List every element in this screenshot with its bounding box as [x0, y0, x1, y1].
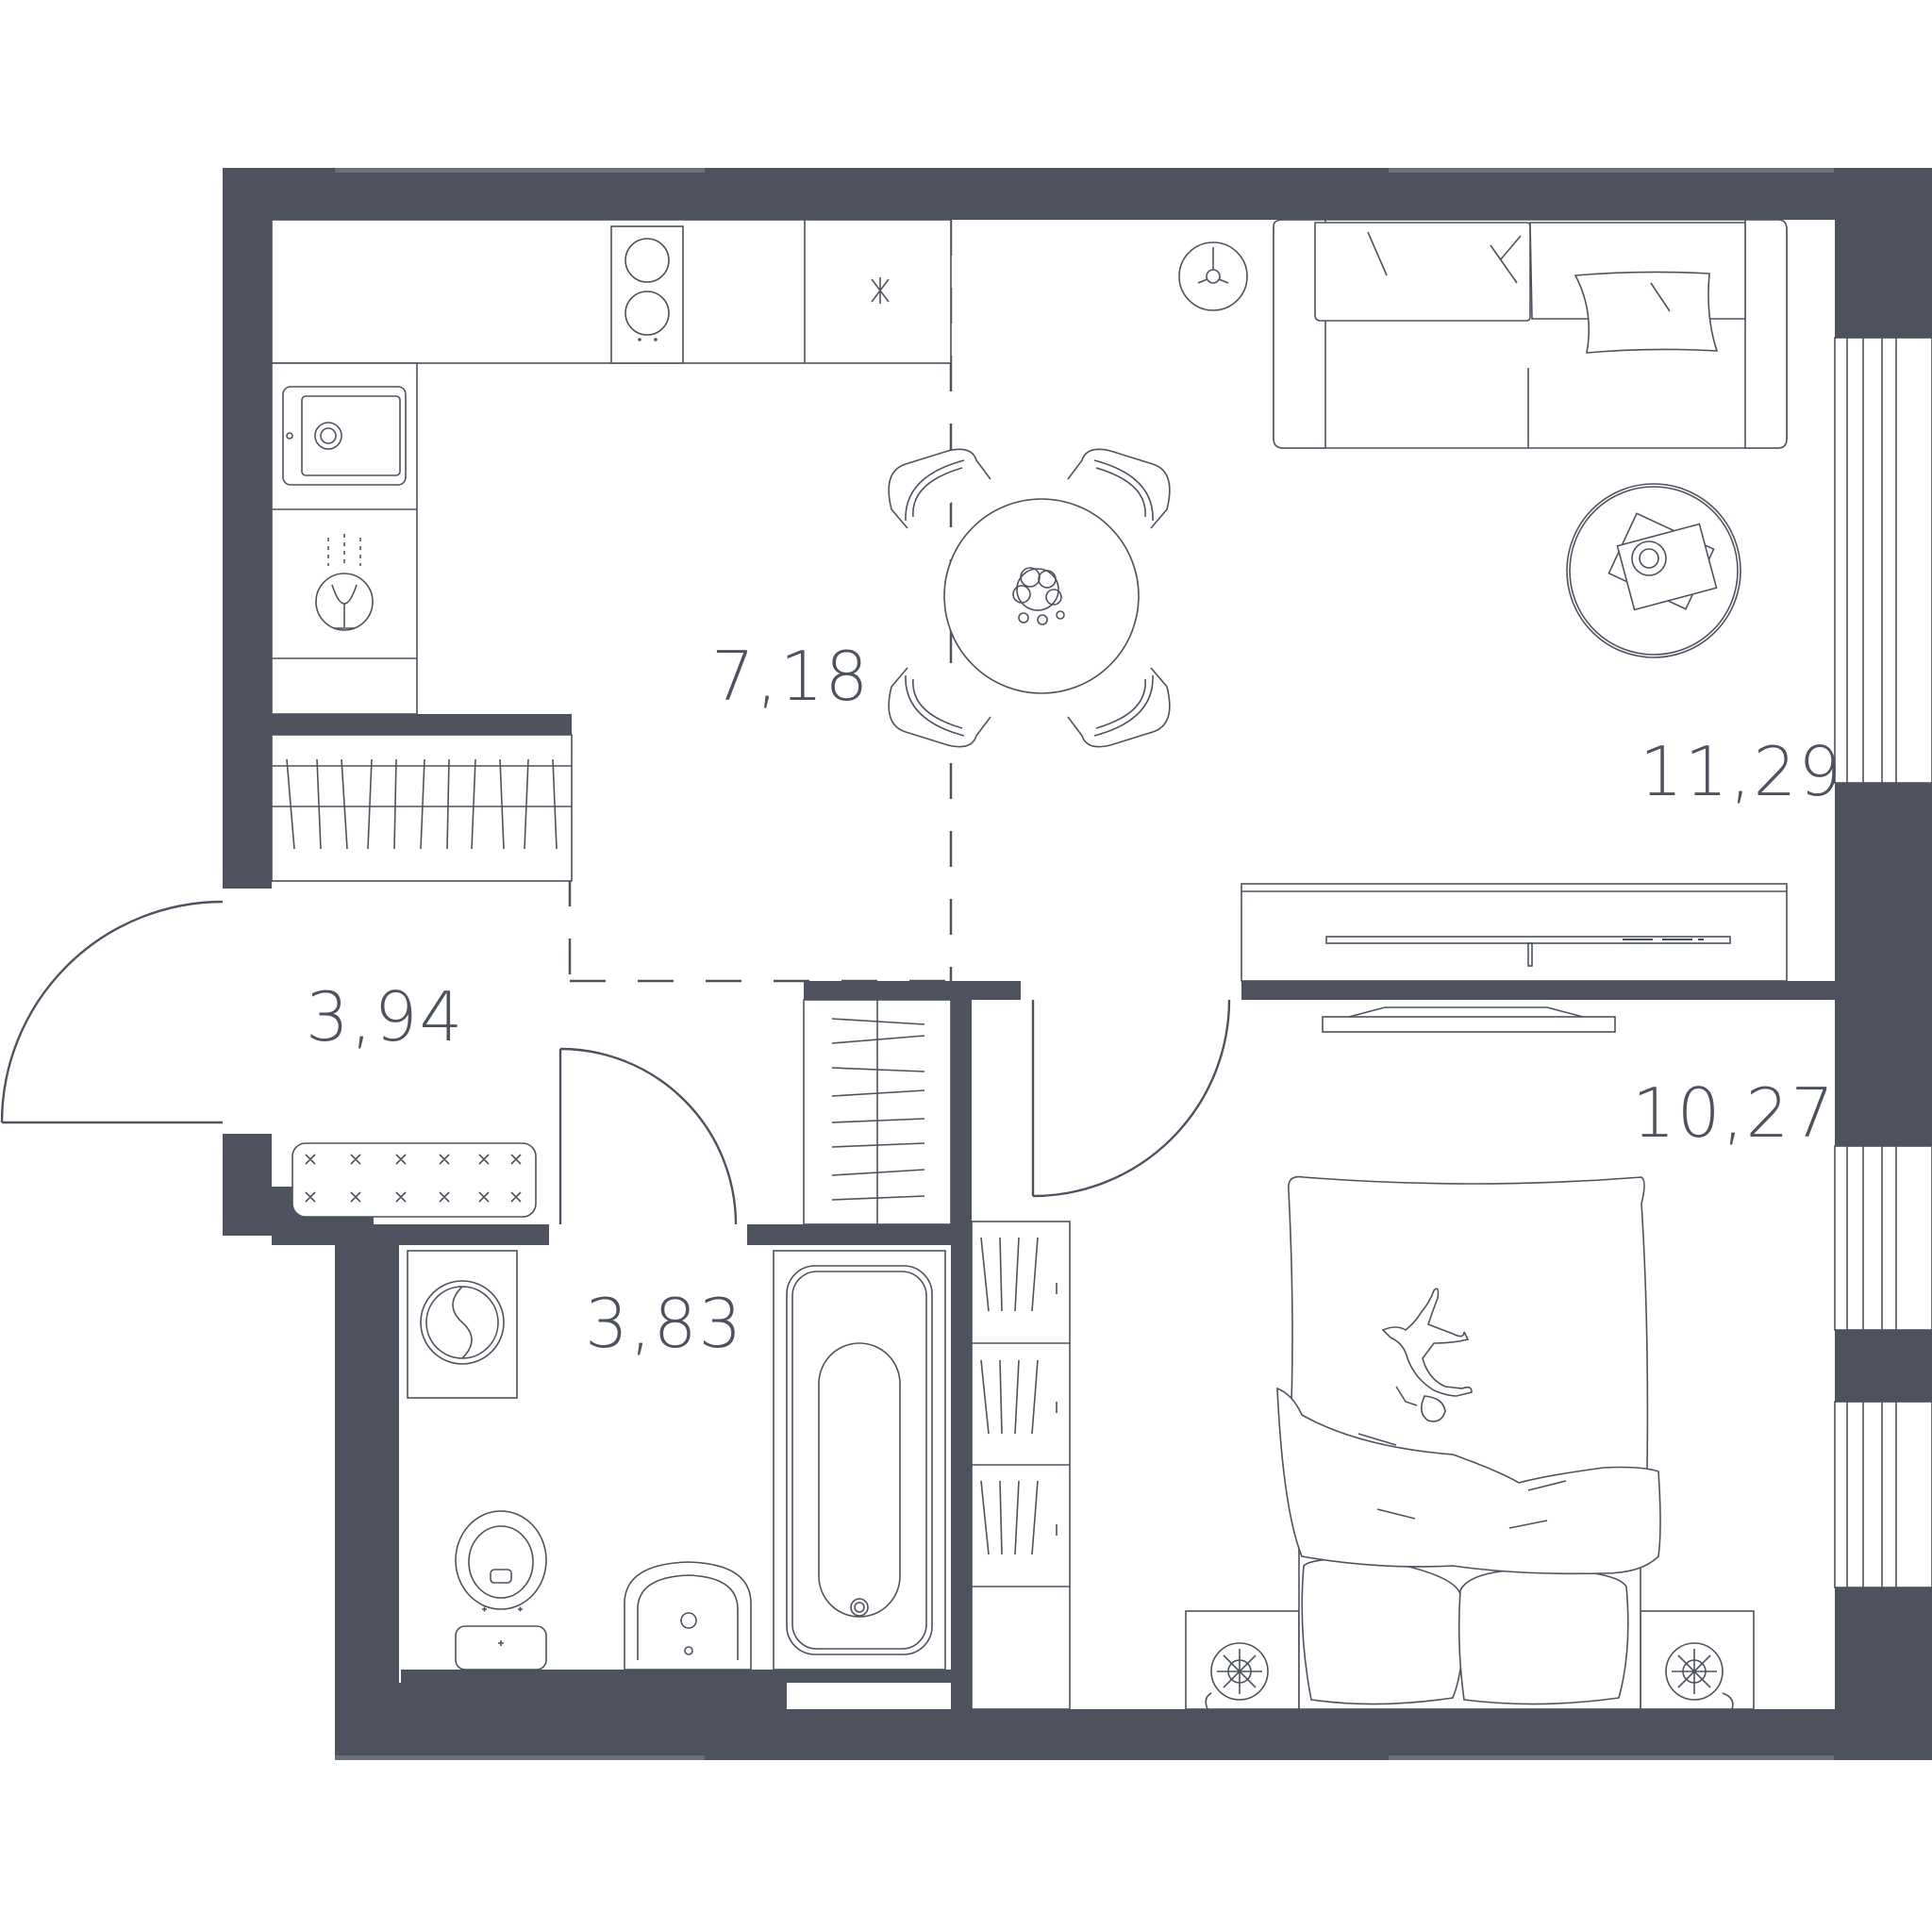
wall-bath-inner [401, 1670, 951, 1683]
wall-bath-jamb [387, 1245, 399, 1709]
wall-corridor-vertical [951, 981, 972, 1709]
wall-living-bedroom [1241, 981, 1838, 1000]
walls [223, 168, 1932, 1760]
bed [1276, 1175, 1661, 1710]
dining-chair-top-left [888, 448, 991, 529]
bedroom-door [1031, 999, 1231, 1198]
bedroom-furniture [971, 1006, 1755, 1710]
tv-stand [1241, 883, 1788, 982]
area-label-hallway: 3,94 [306, 977, 464, 1056]
bathtub-icon [773, 1250, 946, 1670]
wall-hall-bath [272, 1224, 549, 1245]
wall-right-top [1835, 168, 1932, 338]
cooktop-icon [625, 238, 670, 341]
washing-machine-icon [407, 1250, 518, 1399]
shoe-rack-marks [305, 1154, 522, 1203]
cat-icon [1381, 1288, 1473, 1422]
wall-right-mid1 [1835, 783, 1932, 1146]
nightstand-left [1185, 1610, 1300, 1710]
dishwasher-icon [315, 534, 374, 631]
bathroom-sink-icon [624, 1561, 752, 1670]
kitchen-counter-left [271, 362, 418, 715]
dining-chair-top-right [1067, 448, 1171, 529]
dining-table [943, 498, 1140, 694]
dining-chair-bottom-right [1067, 667, 1171, 748]
nightstand-right [1640, 1610, 1755, 1710]
window-living [1834, 337, 1932, 784]
window-bedroom-2 [1834, 1401, 1932, 1588]
wall-top [223, 168, 1932, 220]
wardrobe-bedroom [971, 1221, 1071, 1710]
bathroom-door [558, 1047, 738, 1225]
wall-wardrobe-top [272, 714, 572, 735]
hall-wardrobe [271, 734, 573, 882]
wall-bath-inner2 [387, 1683, 787, 1709]
window-bedroom-1 [1834, 1145, 1932, 1331]
area-label-living-room: 11,29 [1640, 732, 1843, 811]
wall-corridor-top [804, 981, 1021, 1000]
dining-chair-bottom-left [888, 667, 991, 748]
floor-lamp-icon [1178, 241, 1248, 311]
bedroom-tv [1322, 1006, 1616, 1033]
wall-bottom [335, 1709, 1932, 1760]
area-label-bedroom: 10,27 [1632, 1073, 1836, 1153]
wall-right-mid2 [1835, 1330, 1932, 1402]
windows [1834, 337, 1932, 1588]
hall-shoe-rack [291, 1142, 537, 1218]
coffee-table [1566, 483, 1741, 658]
corridor-hangers [831, 1018, 925, 1201]
living-furniture [1178, 219, 1788, 982]
doors [0, 900, 1231, 1225]
wall-left-upper [223, 168, 272, 889]
entrance-door [0, 900, 224, 1124]
wall-accents [335, 168, 1834, 1760]
kitchen-furniture [271, 219, 952, 715]
wall-hall-bath-right [747, 1224, 953, 1245]
fridge-icon [871, 277, 890, 304]
wall-bathroom-left [335, 1236, 387, 1760]
area-labels: 7,18 11,29 3,94 3,83 10,27 [306, 637, 1843, 1363]
toilet-icon [455, 1510, 547, 1670]
sink-icon [282, 386, 407, 486]
hangers [286, 758, 558, 850]
zone-dividers [568, 220, 953, 983]
sofa [1273, 219, 1788, 449]
dining-set [888, 448, 1171, 748]
bathroom-fixtures [407, 1250, 946, 1670]
area-label-bathroom: 3,83 [585, 1284, 743, 1363]
flower-vase-icon [1012, 567, 1065, 625]
hall-furniture [271, 734, 952, 1225]
area-label-kitchen: 7,18 [711, 637, 870, 716]
wall-right-bottom [1835, 1587, 1932, 1760]
